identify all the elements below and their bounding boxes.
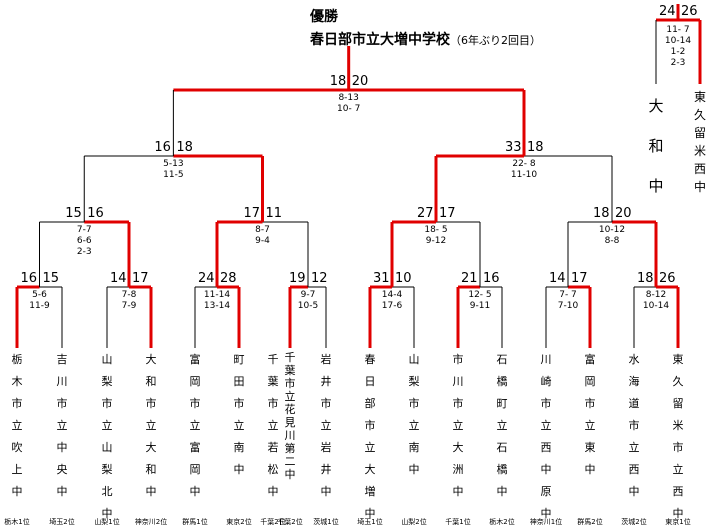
set-scores: 11-14 13-14 (203, 290, 231, 311)
score-left: 18 (593, 206, 610, 221)
score-right: 11 (265, 206, 283, 221)
team-rank: 千葉2位 (260, 518, 286, 526)
set-scores: 5-13 11-5 (163, 159, 184, 180)
champion-name: 春日部市立大増中学校 (310, 32, 450, 48)
team-name: 春日部市立大増中 (364, 353, 376, 520)
set-scores: 8-12 10-14 (642, 290, 670, 311)
team-rank: 千葉1位 (445, 518, 471, 526)
score-right: 20 (351, 74, 369, 89)
set-scores: 9-7 10-5 (297, 290, 319, 311)
set-scores: 5-6 11-9 (29, 290, 50, 311)
team-rank: 埼玉1位 (357, 518, 383, 526)
team-name: 川崎市立西中原中 (540, 353, 552, 520)
score-right: 16 (87, 206, 104, 221)
team-name: 山梨市立山梨北中 (101, 353, 113, 520)
team-name: 町田市立南中 (233, 353, 245, 476)
team-rank: 山梨2位 (401, 518, 427, 526)
set-scores: 8-7 9-4 (255, 225, 270, 246)
score-left: 24 (659, 4, 676, 19)
score-left: 14 (549, 271, 566, 286)
team-rank: 茨城2位 (621, 518, 647, 526)
set-scores: 14-4 17-6 (381, 290, 403, 311)
score-left: 19 (289, 271, 306, 286)
team-name: 千葉市立花見川第二中 (284, 351, 296, 481)
team-rank: 茨城1位 (313, 518, 339, 526)
team-name: 富岡市立富岡中 (189, 353, 201, 498)
score-right: 28 (220, 271, 237, 286)
team-rank: 埼玉2位 (49, 518, 75, 526)
score-left: 24 (198, 271, 215, 286)
team-rank: 神奈川1位 (529, 518, 563, 526)
set-scores: 7-7 6-6 2-3 (76, 225, 92, 257)
team-rank: 山梨1位 (94, 518, 120, 526)
team-name: 大和市立大和中 (145, 353, 157, 498)
score-left: 17 (243, 206, 261, 221)
score-right: 20 (615, 206, 632, 221)
set-scores: 8-13 10- 7 (337, 93, 361, 114)
score-right: 16 (483, 271, 500, 286)
team-name: 富岡市立東中 (584, 353, 596, 476)
score-left: 14 (110, 271, 127, 286)
score-right: 18 (176, 140, 193, 155)
score-right: 26 (681, 4, 698, 19)
team-name: 東久留米市立西中 (672, 353, 684, 520)
set-scores: 12- 5 9-11 (468, 290, 492, 311)
set-scores: 10-12 8-8 (598, 225, 626, 246)
score-right: 17 (132, 271, 149, 286)
score-left: 21 (461, 271, 478, 286)
score-right: 17 (439, 206, 456, 221)
score-right: 18 (527, 140, 544, 155)
score-left: 33 (505, 140, 522, 155)
score-right: 26 (659, 271, 676, 286)
team-name: 山梨市立南中 (408, 353, 420, 476)
team-rank: 群馬2位 (577, 518, 603, 526)
score-right: 12 (311, 271, 328, 286)
team-name: 石橋町立石橋中 (496, 353, 508, 498)
team-rank: 千葉2位 (277, 518, 303, 526)
score-right: 15 (42, 271, 60, 286)
team-rank: 栃木2位 (489, 518, 515, 526)
team-name: 市川市立大洲中 (452, 353, 464, 498)
team-name: 水海道市立西中 (628, 353, 640, 498)
team-rank: 東京1位 (665, 518, 691, 526)
score-left: 18 (329, 74, 347, 89)
winner-label: 優勝 (310, 9, 338, 25)
team-rank: 神奈川2位 (134, 518, 168, 526)
set-scores: 11- 7 10-14 1-2 2-3 (664, 25, 692, 68)
team-rank: 群馬1位 (182, 518, 208, 526)
champion-note: （6年ぶり2回目） (450, 34, 541, 47)
score-left: 31 (373, 271, 390, 286)
score-right: 10 (395, 271, 412, 286)
score-left: 18 (637, 271, 654, 286)
team-name: 栃木市立吹上中 (11, 353, 23, 498)
score-left: 27 (417, 206, 434, 221)
team-rank: 栃木1位 (4, 518, 30, 526)
set-scores: 7- 7 7-10 (557, 290, 579, 311)
set-scores: 7-8 7-9 (121, 290, 137, 311)
playoff-team-left: 大和中 (648, 97, 664, 195)
team-name: 岩井市立岩井中 (320, 353, 332, 498)
team-name: 吉川市立中央中 (56, 353, 68, 498)
team-rank: 東京2位 (226, 518, 252, 526)
team-name: 千葉市立若松中 (267, 353, 279, 498)
score-left: 16 (154, 140, 171, 155)
champion-title: 春日部市立大増中学校（6年ぶり2回目） (310, 29, 541, 49)
score-left: 16 (20, 271, 38, 286)
playoff-team-right: 東久留米西中 (693, 90, 706, 194)
set-scores: 18- 5 9-12 (424, 225, 448, 246)
set-scores: 22- 8 11-10 (510, 159, 538, 180)
score-left: 15 (65, 206, 82, 221)
score-right: 17 (571, 271, 588, 286)
